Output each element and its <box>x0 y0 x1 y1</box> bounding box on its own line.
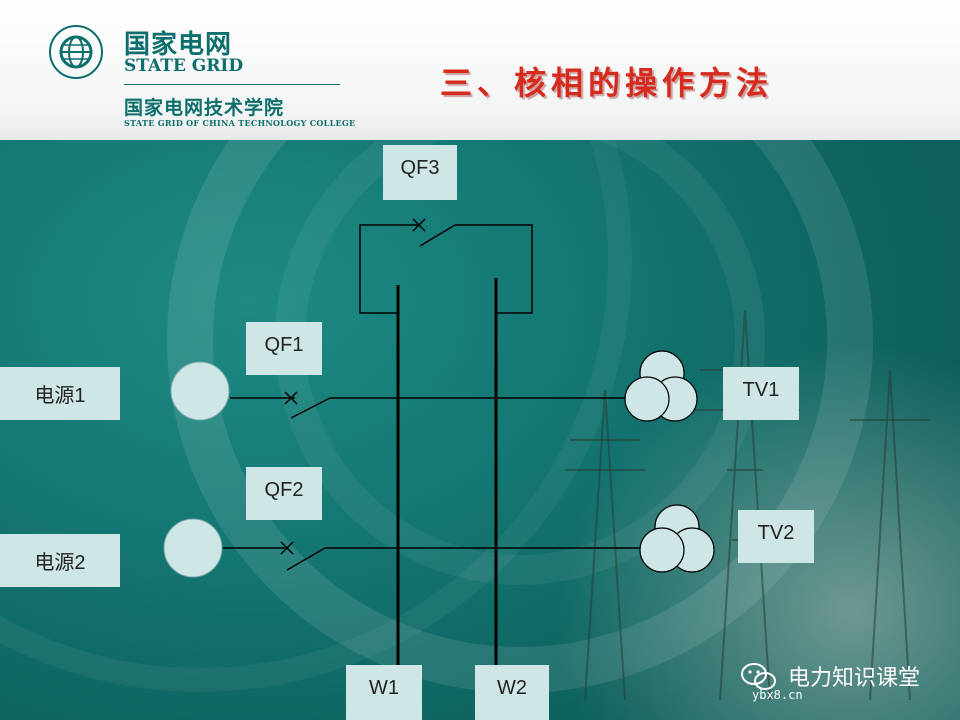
wechat-icon <box>741 663 776 690</box>
qf3-switch-blade <box>419 224 456 247</box>
qf3-tie-line <box>359 224 418 314</box>
bus-w2-label: W2 <box>475 665 549 720</box>
qf1-switch-blade <box>290 397 331 419</box>
watermark-text: 电力知识课堂 <box>788 666 921 691</box>
source2-label: 电源2 <box>0 534 120 587</box>
header-band: 国家电网 STATE GRID 国家电网技术学院 STATE GRID OF C… <box>0 0 960 140</box>
state-grid-logo-icon <box>49 25 103 79</box>
qf2-cross <box>280 541 294 555</box>
logo-en-text: STATE GRID <box>124 56 244 76</box>
qf3-label: QF3 <box>383 145 457 200</box>
qf2-switch-blade <box>286 547 326 571</box>
logo-cn-text: 国家电网 <box>124 30 233 60</box>
college-cn-text: 国家电网技术学院 <box>124 97 285 119</box>
qf1-label: QF1 <box>246 322 322 375</box>
qf2-label: QF2 <box>246 467 322 520</box>
tv1-label: TV1 <box>723 367 799 420</box>
source1-generator <box>170 361 230 421</box>
qf3-cross <box>412 218 426 232</box>
source1-label: 电源1 <box>0 367 120 420</box>
qf3-tie-line-right <box>455 224 533 314</box>
source2-generator <box>163 518 223 578</box>
slide-title: 三、核相的操作方法 <box>440 64 774 102</box>
tv2-transformer-icon <box>639 504 715 573</box>
qf1-cross <box>284 391 298 405</box>
tv2-label: TV2 <box>738 510 814 563</box>
logo-divider <box>124 84 340 85</box>
slide-background <box>0 140 960 720</box>
college-en-text: STATE GRID OF CHINA TECHNOLOGY COLLEGE <box>124 118 356 128</box>
tv1-transformer-icon <box>624 350 698 422</box>
site-text: ybx8.cn <box>752 688 803 702</box>
bus-w1-label: W1 <box>346 665 422 720</box>
